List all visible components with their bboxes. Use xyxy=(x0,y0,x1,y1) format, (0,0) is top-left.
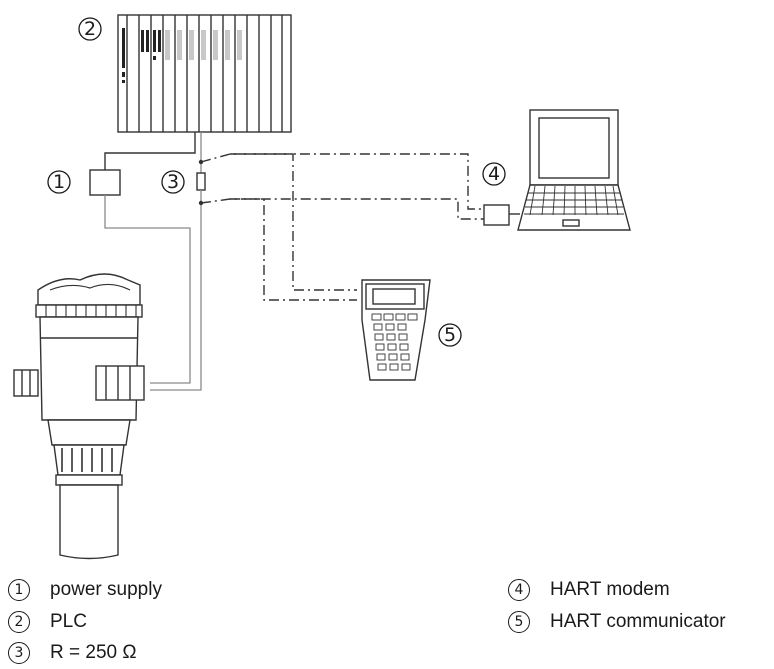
legend-number: 2 xyxy=(8,611,30,633)
svg-text:2: 2 xyxy=(84,18,96,40)
hart-communicator-connection xyxy=(230,153,357,301)
legend-label: power supply xyxy=(50,579,162,600)
legend-number: 3 xyxy=(8,642,30,664)
legend-number: 4 xyxy=(508,579,530,601)
legend-number: 5 xyxy=(508,611,530,633)
callout-plc: 2 xyxy=(78,17,102,41)
hart-modem-connection xyxy=(200,153,484,220)
callout-power-supply: 1 xyxy=(47,170,71,194)
svg-text:4: 4 xyxy=(488,163,500,185)
hart-communicator-device xyxy=(361,279,431,381)
legend-number: 1 xyxy=(8,579,30,601)
plc-rack xyxy=(117,14,292,133)
svg-text:5: 5 xyxy=(444,324,456,346)
callout-resistor: 3 xyxy=(161,170,185,194)
legend-item-power-supply: 1 power supply xyxy=(8,578,162,602)
legend-label: HART modem xyxy=(550,579,670,600)
legend-item-hart-modem: 4 HART modem xyxy=(508,578,670,602)
svg-text:1: 1 xyxy=(53,171,65,193)
legend-label: PLC xyxy=(50,611,87,632)
callout-hart-communicator: 5 xyxy=(438,323,462,347)
legend-label: HART communicator xyxy=(550,611,726,632)
resistor xyxy=(196,172,206,191)
legend-label: R = 250 Ω xyxy=(50,642,137,663)
hart-modem-box xyxy=(483,204,510,226)
legend-item-resistor: 3 R = 250 Ω xyxy=(8,641,137,665)
transmitter-device xyxy=(13,273,145,560)
svg-text:3: 3 xyxy=(167,171,179,193)
wire-plc-to-supply xyxy=(104,132,196,170)
legend-item-plc: 2 PLC xyxy=(8,610,87,634)
callout-hart-modem: 4 xyxy=(482,162,506,186)
legend-item-hart-communicator: 5 HART communicator xyxy=(508,610,726,634)
wire-supply-to-device xyxy=(104,195,191,384)
wiring-diagram: 2 1 3 4 5 xyxy=(13,14,631,560)
laptop xyxy=(517,109,631,231)
power-supply-box xyxy=(89,169,121,196)
